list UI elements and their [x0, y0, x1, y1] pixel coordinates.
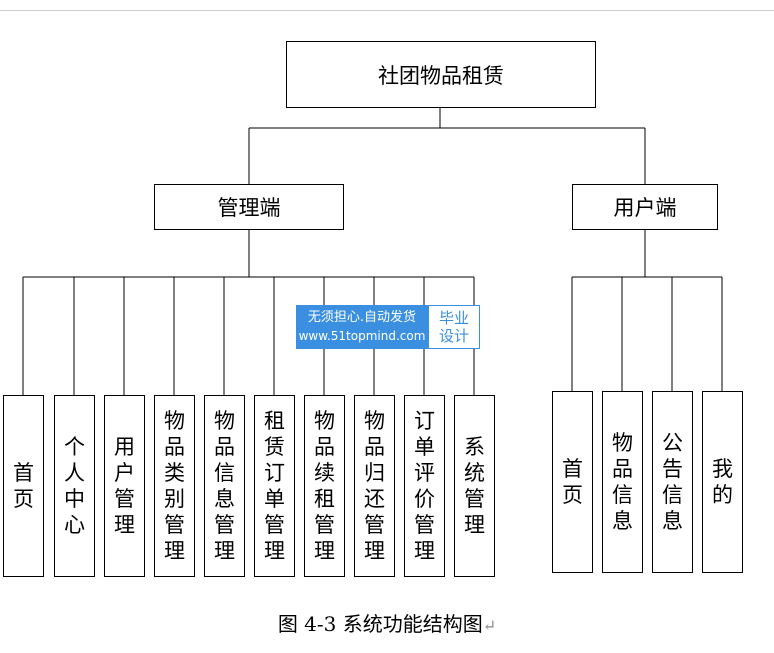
watermark-badge: 无须担心.自动发货 www.51topmind.com 毕业 设计 [296, 305, 480, 349]
top-rule [0, 10, 774, 11]
watermark-tag: 毕业 设计 [428, 305, 480, 349]
admin-node: 管理端 [154, 184, 344, 230]
user-child-item-info: 物品信息 [602, 391, 643, 573]
root-node: 社团物品租赁 [286, 41, 596, 108]
admin-child-item-info-management: 物品信息管理 [204, 395, 245, 577]
user-child-mine: 我的 [702, 391, 743, 573]
admin-child-renewal-management: 物品续租管理 [304, 395, 345, 577]
admin-child-rental-order-management: 租赁订单管理 [254, 395, 295, 577]
caption-text: 图 4-3 系统功能结构图 [277, 612, 483, 636]
admin-child-personal-center: 个人中心 [54, 395, 95, 577]
figure-caption: 图 4-3 系统功能结构图↵ [0, 608, 774, 637]
watermark-slogan: 无须担心.自动发货 [307, 310, 417, 325]
admin-child-home: 首页 [3, 395, 44, 577]
watermark-text-block: 无须担心.自动发货 www.51topmind.com [296, 305, 428, 349]
watermark-tag-line2: 设计 [438, 327, 469, 345]
admin-child-category-management: 物品类别管理 [154, 395, 195, 577]
admin-child-user-management: 用户管理 [104, 395, 145, 577]
watermark-tag-line1: 毕业 [438, 309, 469, 327]
user-child-home: 首页 [552, 391, 593, 573]
watermark-url: www.51topmind.com [298, 329, 426, 343]
admin-child-system-management: 系统管理 [454, 395, 495, 577]
paragraph-mark-icon: ↵ [482, 616, 497, 635]
user-node: 用户端 [572, 184, 718, 230]
admin-child-review-management: 订单评价管理 [404, 395, 445, 577]
admin-child-return-management: 物品归还管理 [354, 395, 395, 577]
user-child-announcements: 公告信息 [652, 391, 693, 573]
